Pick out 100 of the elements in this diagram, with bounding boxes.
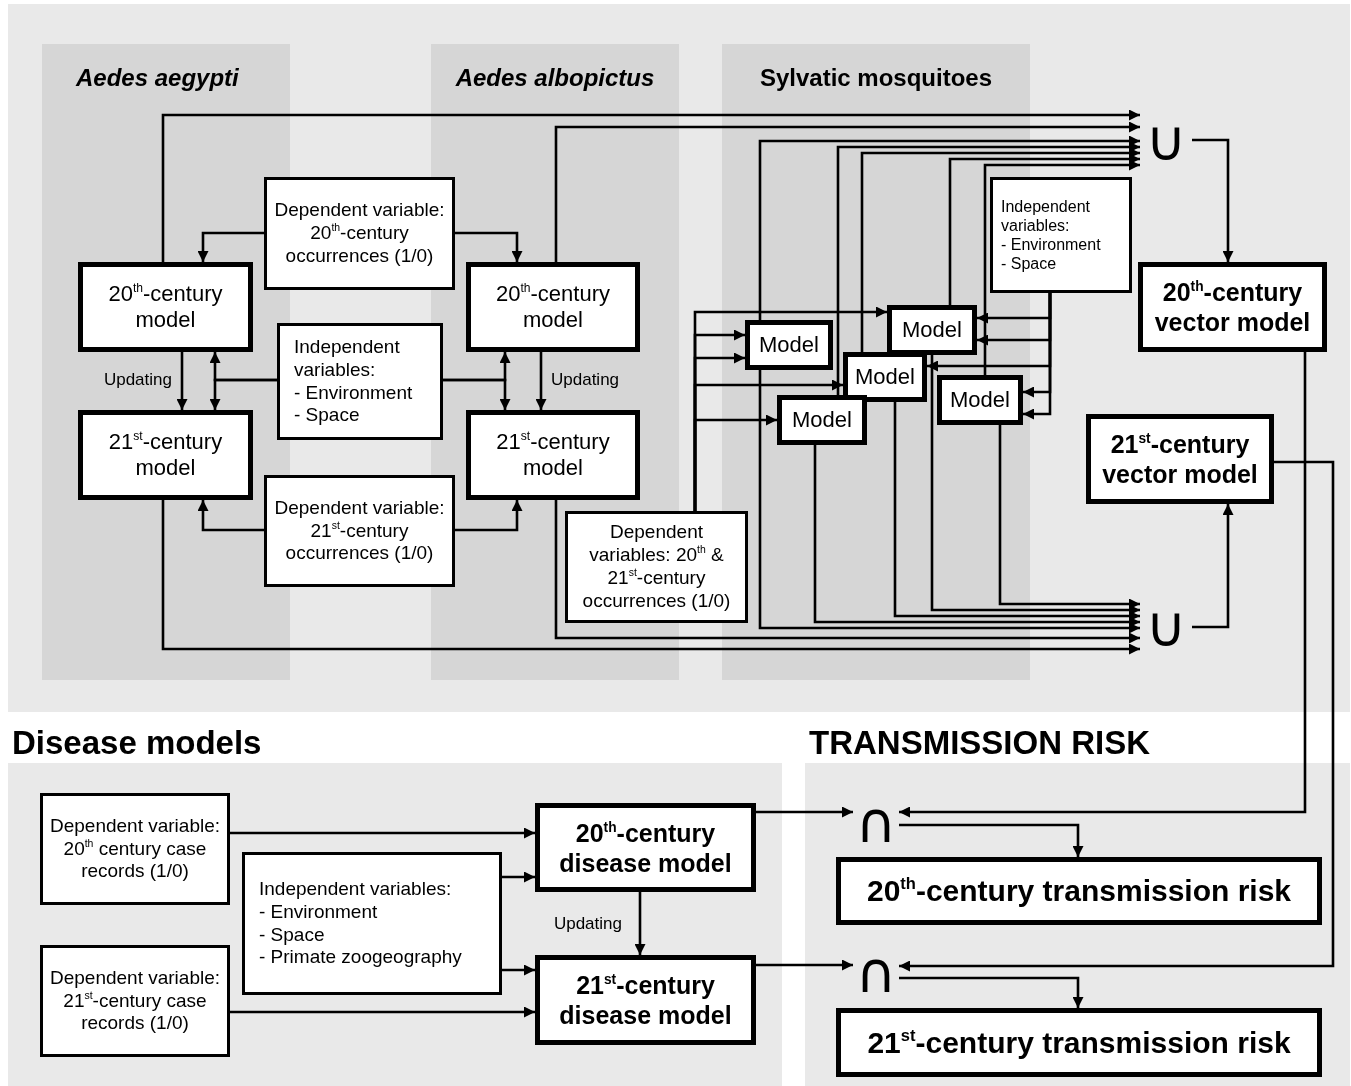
text-box <box>277 323 443 440</box>
box-text: Model <box>855 363 915 391</box>
box-text: 21$^{st}$-century disease model <box>558 970 733 1030</box>
arrow <box>161 109 1140 262</box>
model-box <box>466 262 640 352</box>
text-box <box>264 475 455 587</box>
arrow <box>197 231 264 262</box>
text-box <box>990 177 1132 293</box>
box-text: - Environment <box>259 900 378 924</box>
model-box <box>777 395 867 445</box>
column-heading: Aedes albopictus <box>455 64 655 92</box>
box-text: - Space <box>1001 254 1057 274</box>
model-box <box>887 305 977 355</box>
column-heading: Aedes aegypti <box>76 64 239 92</box>
edge-label: Updating <box>553 914 622 934</box>
box-text: Independent variables: <box>1001 196 1091 235</box>
box-text: Independent variables: <box>259 877 452 901</box>
arrow <box>756 806 853 818</box>
box-text: 20$^{th}$-century model <box>107 280 224 334</box>
box-text: 21$^{st}$-century vector model <box>1101 429 1259 489</box>
box-text: 20$^{th}$-century disease model <box>558 817 733 878</box>
arrow <box>693 414 777 511</box>
box-text: - Space <box>259 923 325 947</box>
arrow <box>443 378 511 410</box>
arrow <box>930 355 1140 616</box>
arrow <box>998 425 1140 610</box>
model-box <box>937 375 1023 425</box>
arrow <box>899 823 1084 857</box>
arrow <box>502 964 535 976</box>
arrow <box>502 871 535 883</box>
text-box <box>565 511 748 623</box>
box-text: Model <box>950 386 1010 414</box>
arrow <box>209 378 277 410</box>
set-operator: ∩ <box>855 945 897 1001</box>
box-text: 21$^{st}$-century model <box>495 428 611 482</box>
arrow <box>758 135 1140 320</box>
model-box <box>1138 262 1327 352</box>
arrow <box>161 500 1140 655</box>
arrow <box>758 370 1140 634</box>
column-heading: Sylvatic mosquitoes <box>759 64 993 92</box>
arrow <box>1192 504 1234 629</box>
box-text: - Environment <box>1001 235 1101 255</box>
arrow <box>197 500 264 532</box>
box-text: - Environment <box>294 381 413 405</box>
model-box <box>535 955 756 1045</box>
arrow <box>230 827 535 839</box>
arrow <box>1023 293 1052 420</box>
text-box <box>40 793 230 905</box>
arrow <box>230 1006 535 1018</box>
arrow <box>535 352 547 410</box>
model-box <box>843 352 927 402</box>
arrow <box>948 153 1140 305</box>
section-heading: TRANSMISSION RISK <box>809 723 1151 763</box>
arrow <box>899 460 1335 972</box>
box-text: - Primate zoogeography <box>259 946 462 970</box>
box-text: 21$^{st}$-century transmission risk <box>867 1024 1291 1061</box>
arrow <box>899 976 1084 1008</box>
result-box <box>836 1008 1322 1077</box>
box-text: - Space <box>294 404 360 428</box>
box-text: 20$^{th}$-century model <box>494 280 612 334</box>
text-box <box>40 945 230 1057</box>
box-text: Dependent variable: 20$^{th}$ century case records (1/0) <box>48 814 222 884</box>
set-operator: ∪ <box>1145 599 1187 655</box>
box-text: Dependent variable: 21$^{st}$-century occurrences (1/0) <box>273 496 446 566</box>
model-box <box>535 803 756 892</box>
arrow <box>554 121 1140 262</box>
edge-label: Updating <box>103 370 172 390</box>
box-text: Dependent variable: 21$^{st}$-century case records (1/0) <box>48 966 222 1036</box>
arrow <box>899 352 1307 818</box>
box-text: Dependent variable: 20$^{th}$-century occurrences (1/0) <box>273 199 446 268</box>
edge-label: Updating <box>551 370 620 390</box>
box-text: Model <box>759 331 819 359</box>
arrow <box>634 892 646 955</box>
model-box <box>466 410 640 500</box>
set-operator: ∪ <box>1145 113 1187 169</box>
arrow <box>176 352 188 410</box>
box-text: Model <box>792 406 852 434</box>
arrow <box>554 500 1140 644</box>
model-box <box>745 320 833 370</box>
result-box <box>836 857 1322 925</box>
arrow <box>756 959 853 971</box>
box-text: 20$^{th}$-century transmission risk <box>866 873 1292 909</box>
arrow <box>813 445 1140 628</box>
arrow <box>455 231 523 262</box>
model-box <box>78 410 253 500</box>
box-text: Model <box>902 316 962 344</box>
box-text: 21$^{st}$-century model <box>107 428 224 482</box>
text-box <box>242 852 502 995</box>
arrow <box>455 500 523 532</box>
model-box <box>78 262 253 352</box>
arrow <box>893 402 1140 622</box>
section-heading: Disease models <box>12 723 262 763</box>
arrow <box>860 147 1140 352</box>
arrow <box>836 141 1140 395</box>
model-box <box>1086 414 1274 504</box>
set-operator: ∩ <box>855 795 897 851</box>
box-text: 20$^{th}$-century vector model <box>1153 277 1312 337</box>
arrow <box>1192 138 1234 262</box>
text-box <box>264 177 455 290</box>
box-text: Dependent variables: 20$^{th}$ & 21$^{st}$-century occurrences (1/0) <box>581 521 732 613</box>
